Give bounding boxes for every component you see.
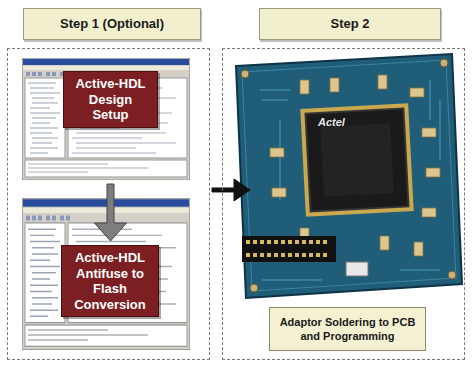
adaptor-board-photo — [323, 253, 327, 257]
adaptor-board-photo — [288, 240, 292, 244]
adaptor-board-photo — [422, 208, 436, 217]
adaptor-board-photo — [267, 253, 271, 257]
adaptor-board-photo — [330, 78, 339, 92]
chip-marking: Actel — [318, 116, 345, 128]
adaptor-board-photo — [323, 240, 327, 244]
adaptor-board-photo — [274, 240, 278, 244]
adaptor-board-photo — [267, 240, 271, 244]
adaptor-board-photo — [246, 240, 327, 257]
adaptor-board-photo — [272, 188, 286, 197]
software-screenshot — [22, 58, 190, 180]
adaptor-board-photo — [414, 242, 423, 256]
adaptor-board-photo — [250, 284, 258, 292]
adaptor-board-photo — [302, 240, 306, 244]
note-box: Adaptor Soldering to PCB and Programming — [269, 307, 426, 351]
adaptor-board-photo — [316, 240, 320, 244]
step-region: Adaptor Soldering to PCB and Programming… — [222, 48, 465, 360]
box-text: Active-HDL Antifuse to Flash Conversion — [68, 250, 152, 312]
adaptor-board-photo — [253, 253, 257, 257]
adaptor-board-photo — [300, 103, 414, 217]
adaptor-board-photo — [422, 128, 436, 137]
process-box: Active-HDL Design Setup — [63, 71, 158, 128]
adaptor-board-photo — [281, 240, 285, 244]
adaptor-board-photo — [309, 240, 313, 244]
adaptor-board-photo — [346, 262, 368, 276]
adaptor-board-photo — [270, 75, 440, 256]
adaptor-board-photo — [295, 240, 299, 244]
adaptor-board-photo — [260, 240, 264, 244]
adaptor-board-photo — [440, 59, 448, 67]
adaptor-board-photo — [309, 253, 313, 257]
adaptor-board-photo — [241, 70, 249, 78]
software-screenshot — [22, 198, 190, 350]
adaptor-board-photo — [302, 253, 306, 257]
adaptor-board-photo — [242, 236, 336, 262]
adaptor-board-photo — [288, 253, 292, 257]
step-tab: Step 1 (Optional) — [23, 8, 201, 40]
adaptor-board-photo — [270, 148, 284, 157]
step-tab: Step 2 — [259, 8, 441, 40]
adaptor-board-photo — [260, 253, 264, 257]
flow-arrow — [212, 179, 250, 201]
adaptor-board-photo — [236, 54, 462, 298]
adaptor-board-photo — [426, 168, 440, 177]
box-text: Active-HDL Design Setup — [70, 76, 151, 123]
adaptor-board-photo — [410, 88, 424, 97]
flow-arrow — [95, 184, 127, 241]
adaptor-board-photo — [253, 240, 257, 244]
box-text: Adaptor Soldering to PCB and Programming — [274, 315, 421, 344]
step-region: Active-HDL Design SetupActive-HDL Antifu… — [7, 48, 210, 360]
adaptor-board-photo — [306, 109, 409, 212]
process-box: Active-HDL Antifuse to Flash Conversion — [61, 245, 159, 317]
adaptor-board-photo — [300, 103, 414, 217]
adaptor-board-photo — [281, 253, 285, 257]
adaptor-board-photo — [380, 236, 389, 250]
adaptor-board-photo — [295, 253, 299, 257]
adaptor-board-photo — [320, 123, 394, 197]
adaptor-board-photo — [246, 253, 250, 257]
adaptor-board-photo — [236, 54, 462, 298]
software-screenshot — [22, 58, 190, 350]
adaptor-board-photo — [316, 253, 320, 257]
adaptor-board-photo — [300, 80, 309, 94]
adaptor-board-photo — [274, 253, 278, 257]
adaptor-board-photo — [242, 60, 456, 291]
adaptor-board-photo — [448, 271, 456, 279]
adaptor-board-photo — [246, 240, 250, 244]
adaptor-board-photo — [378, 75, 387, 89]
